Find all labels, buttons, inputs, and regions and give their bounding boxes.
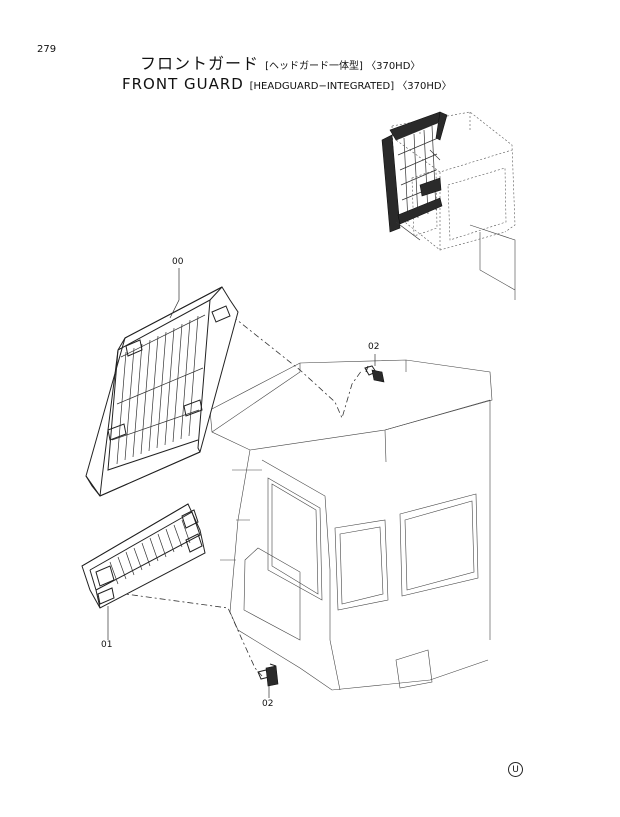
manufacturer-mark: U xyxy=(508,762,523,777)
front-guard-lower xyxy=(81,503,206,609)
callout-part-00: 00 xyxy=(172,257,184,267)
cab-outline xyxy=(209,359,493,691)
callout-part-02-lower: 02 xyxy=(262,699,274,709)
installation-lines xyxy=(117,315,363,677)
callout-part-01: 01 xyxy=(101,640,113,650)
title-japanese-main: フロントガード xyxy=(140,54,260,73)
bolt-lower xyxy=(257,663,279,687)
title-english-sub: [HEADGUARD−INTEGRATED] 〈370HD〉 xyxy=(249,81,452,92)
page-number: 279 xyxy=(37,44,57,55)
title-english: FRONT GUARD [HEADGUARD−INTEGRATED] 〈370H… xyxy=(122,75,452,93)
inset-cab-view xyxy=(381,111,516,300)
title-english-main: FRONT GUARD xyxy=(122,75,244,93)
bolt-upper xyxy=(364,365,385,383)
title-japanese-sub: [ヘッドガード一体型] 〈370HD〉 xyxy=(265,61,421,72)
leader-lines xyxy=(107,268,376,698)
front-guard-upper xyxy=(85,286,239,497)
title-japanese: フロントガード [ヘッドガード一体型] 〈370HD〉 xyxy=(140,50,420,74)
callout-part-02-upper: 02 xyxy=(368,342,380,352)
